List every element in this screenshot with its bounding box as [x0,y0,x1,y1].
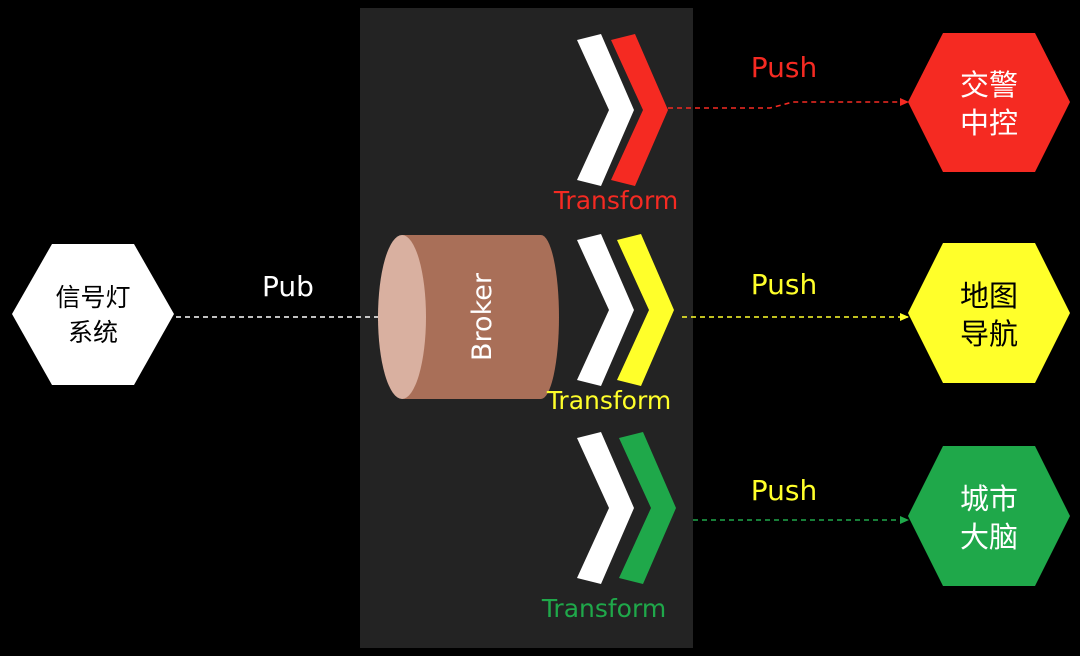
channel-traffic-police: Transform Push 交警 中控 [553,33,1070,215]
target-hexagon-green [908,446,1070,586]
transform-chevron-white-2 [577,234,634,386]
push-label-yellow: Push [751,268,817,301]
target-red-line2: 中控 [960,106,1018,140]
transform-chevron-yellow [617,234,674,386]
channel-map-navigation: Transform Push 地图 导航 [546,234,1070,415]
broker-end-cap [378,235,426,399]
target-hexagon-red [908,33,1070,172]
source-hexagon [12,244,174,385]
target-yellow-line1: 地图 [960,279,1018,313]
transform-chevron-red [611,34,668,186]
broker-cylinder-icon: Broker [378,235,559,399]
broker-label: Broker [467,272,498,361]
transform-chevron-green [619,432,676,584]
push-label-red: Push [751,51,817,84]
transform-label-green: Transform [541,594,666,623]
broker-body [402,235,559,399]
source-label-line1: 信号灯 [55,283,130,312]
target-red-line1: 交警 [960,68,1018,102]
channel-city-brain: Transform Push 城市 大脑 [541,432,1070,623]
target-green-line1: 城市 [960,482,1018,516]
transform-chevron-white-1 [577,34,634,186]
pub-label: Pub [262,270,314,303]
source-label-line2: 系统 [68,318,118,347]
transform-label-yellow: Transform [546,386,671,415]
transform-label-red: Transform [553,186,678,215]
push-label-green: Push [751,474,817,507]
transform-chevron-white-3 [577,432,634,584]
push-arrow-red [668,98,909,109]
target-green-line2: 大脑 [960,520,1018,554]
source-node: 信号灯 系统 [12,244,174,385]
target-hexagon-yellow [908,243,1070,383]
target-yellow-line2: 导航 [960,317,1018,351]
